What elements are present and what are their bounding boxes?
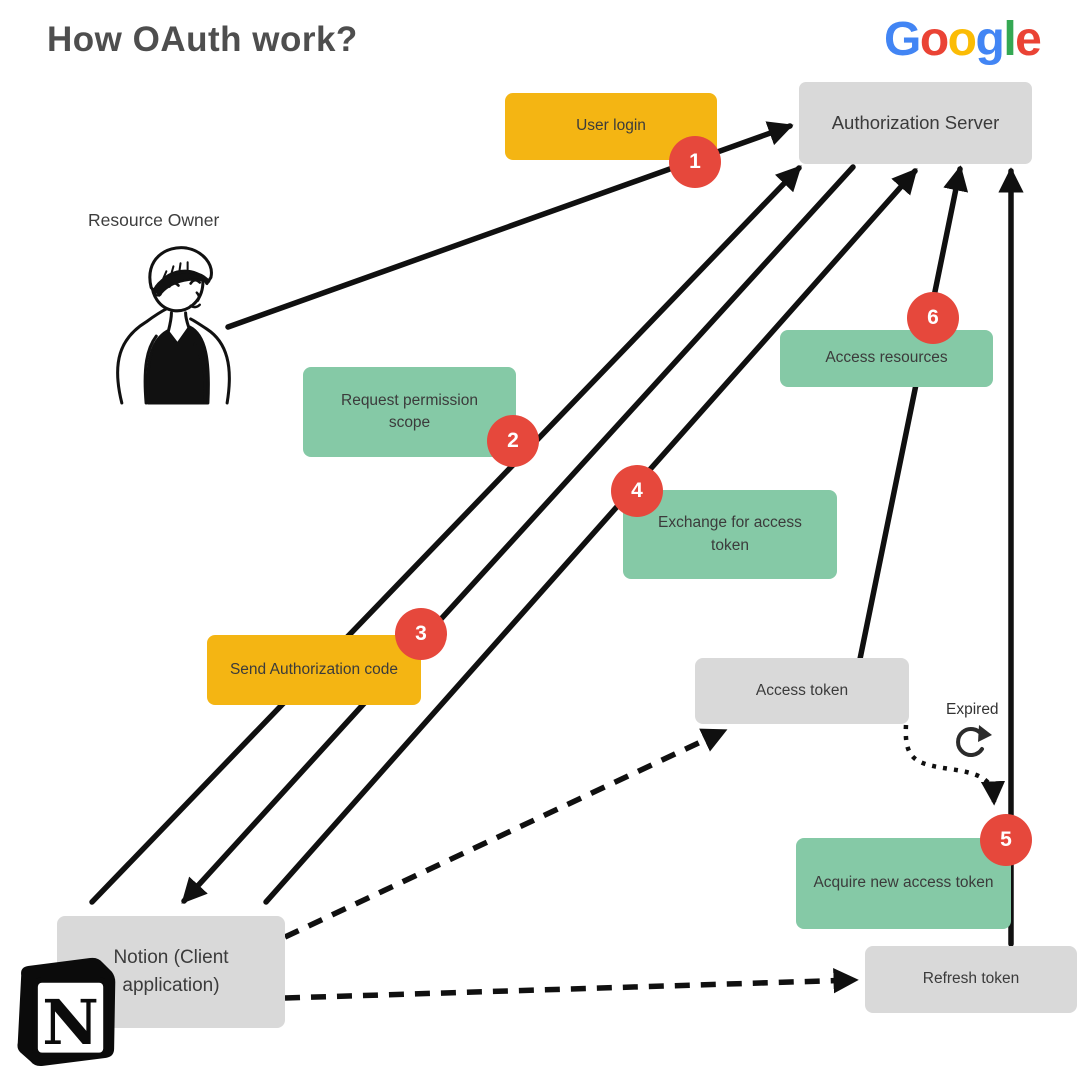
step-badge-4: 4: [611, 465, 663, 517]
node-refresh-token: Refresh token: [865, 946, 1077, 1013]
node-label: Request permission scope: [341, 391, 478, 431]
node-label: Notion (Client application): [113, 946, 229, 997]
step-badge-5: 5: [980, 814, 1032, 866]
dashed-arrow-notion-to-refresh-token: [284, 968, 859, 1001]
google-letter: o: [947, 13, 977, 66]
arrow-exchange-for-access-token: [263, 168, 918, 905]
dotted-arrow-expired: [903, 724, 1006, 806]
notion-letter: N: [42, 986, 99, 1059]
node-access-token: Access token: [695, 658, 909, 724]
node-request-permission-scope: Request permission scope: [303, 367, 516, 457]
node-label: Exchange for access token: [658, 514, 802, 554]
step-badge-6: 6: [907, 292, 959, 344]
node-label: Authorization Server: [831, 111, 1000, 133]
arrow-send-authorization-code: [181, 164, 856, 904]
arrow-request-permission-scope: [89, 165, 802, 905]
google-letter: e: [1015, 13, 1042, 66]
resource-owner-label: Resource Owner: [88, 210, 220, 230]
node-label: Acquire new access token: [813, 874, 994, 892]
step-badge-3: 3: [395, 608, 447, 660]
node-label: Access token: [755, 681, 849, 699]
node-authorization-server: Authorization Server: [799, 82, 1032, 164]
step-badge-2: 2: [487, 415, 539, 467]
google-letter: o: [919, 13, 949, 66]
google-letter: g: [975, 13, 1005, 66]
node-send-authorization-code: Send Authorization code: [207, 635, 421, 705]
google-letter: G: [884, 13, 921, 66]
google-letter: l: [1003, 13, 1016, 66]
google-logo: Google: [884, 12, 1042, 67]
node-access-resources: Access resources: [780, 330, 993, 387]
page-title: How OAuth work?: [47, 20, 358, 59]
resource-owner-person-icon: [116, 246, 231, 405]
dashed-arrow-notion-to-access-token: [283, 728, 728, 940]
notion-logo-icon: N: [17, 957, 116, 1067]
step-badge-1: 1: [669, 136, 721, 188]
node-label: User login: [576, 117, 646, 135]
refresh-icon: [956, 725, 992, 757]
node-label: Access resources: [825, 349, 948, 367]
expired-label: Expired: [946, 701, 999, 718]
node-acquire-new-access-token: Acquire new access token: [796, 838, 1011, 929]
node-label: Refresh token: [922, 970, 1020, 988]
arrow-access-resources: [857, 165, 969, 662]
node-label: Send Authorization code: [229, 660, 399, 678]
